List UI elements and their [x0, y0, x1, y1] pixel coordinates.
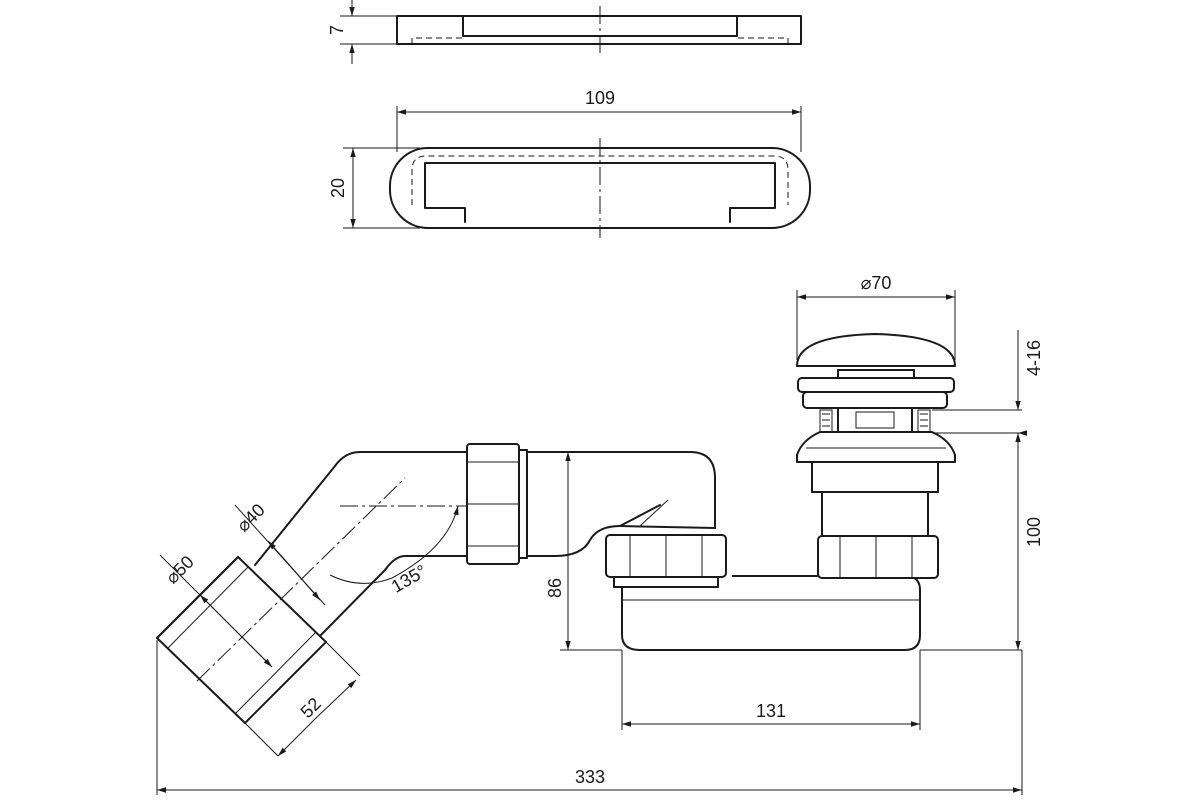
dimension-cap-diameter: ⌀70 [796, 273, 956, 360]
dimension-plate-length: 109 [396, 88, 802, 152]
drain-cap [796, 333, 956, 409]
dimension-bend-angle: 135° [329, 505, 459, 597]
label-outlet-outer-diameter: ⌀50 [162, 552, 198, 588]
label-plate-width: 20 [328, 178, 348, 198]
plate-top-view [389, 138, 811, 238]
dimension-plate-width: 20 [328, 147, 420, 229]
dimension-adjust-range: 4-16 [932, 330, 1044, 433]
outlet-elbow-pipe [254, 451, 468, 637]
adjust-screw-assembly [819, 407, 931, 433]
upper-elbow-pipe [524, 451, 716, 557]
dimension-overall-length: 333 [156, 640, 1023, 795]
outlet-union-nut [466, 443, 528, 565]
dimension-trap-height: 86 [530, 451, 622, 651]
label-center-spacing: 131 [756, 701, 786, 721]
outlet-sleeve [156, 556, 327, 724]
label-cap-diameter: ⌀70 [861, 273, 892, 293]
drain-column [811, 461, 939, 579]
outlet-center-line [196, 477, 406, 682]
trap-inlet-nut [605, 534, 727, 588]
label-outlet-inner-diameter: ⌀40 [233, 500, 269, 536]
label-outlet-length: 52 [297, 694, 325, 722]
dimension-overall-height: 100 [920, 433, 1044, 651]
label-plate-thickness: 7 [327, 25, 347, 35]
label-overall-length: 333 [575, 767, 605, 787]
label-adjust-range: 4-16 [1024, 340, 1044, 376]
label-bend-angle: 135° [388, 561, 430, 597]
plate-side-view [396, 6, 802, 54]
drain-flange [796, 431, 956, 463]
trap-body [621, 575, 921, 651]
label-plate-length: 109 [585, 88, 615, 108]
dimension-plate-thickness: 7 [327, 0, 397, 64]
dimension-center-spacing: 131 [621, 650, 921, 730]
label-overall-height: 100 [1024, 517, 1044, 547]
label-trap-height: 86 [545, 578, 565, 598]
